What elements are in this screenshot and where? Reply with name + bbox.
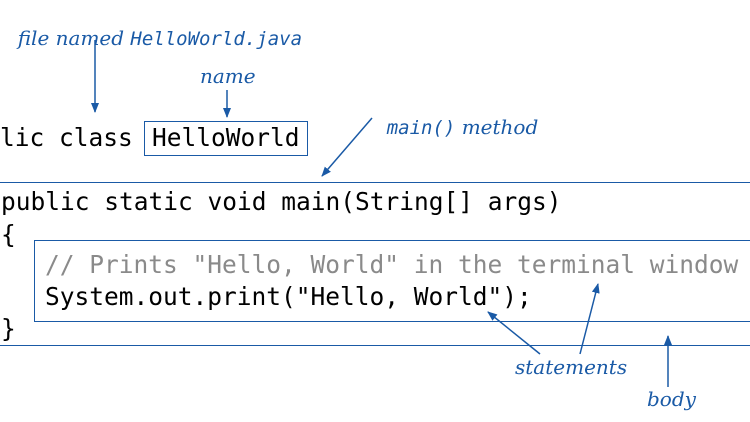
name-annotation: name xyxy=(200,64,256,88)
method-body-box xyxy=(0,182,750,346)
file-name-annotation-filename: HelloWorld.java xyxy=(130,28,303,50)
file-name-annotation: file named HelloWorld.java xyxy=(5,8,302,49)
class-declaration-line: lic class xyxy=(0,123,133,152)
statements-arrow-left xyxy=(487,311,541,355)
main-method-arrow xyxy=(321,117,373,177)
statements-arrow-right xyxy=(579,283,600,355)
file-name-annotation-prefix: file named xyxy=(17,26,131,50)
main-method-signature: public static void main(String[] args) xyxy=(1,187,562,216)
print-statement: System.out.print("Hello, World"); xyxy=(45,282,532,311)
statements-box xyxy=(34,240,750,322)
body-annotation: body xyxy=(647,387,696,411)
open-brace: { xyxy=(1,220,16,249)
class-name-box xyxy=(144,121,308,156)
statements-annotation: statements xyxy=(515,355,628,379)
comment-line: // Prints "Hello, World" in the terminal… xyxy=(45,250,739,279)
main-method-annotation: main() method xyxy=(374,97,539,139)
main-method-annotation-code: main() xyxy=(386,117,456,139)
close-brace: } xyxy=(1,314,16,343)
main-method-annotation-text: method xyxy=(455,115,539,139)
class-name: HelloWorld xyxy=(152,123,300,152)
